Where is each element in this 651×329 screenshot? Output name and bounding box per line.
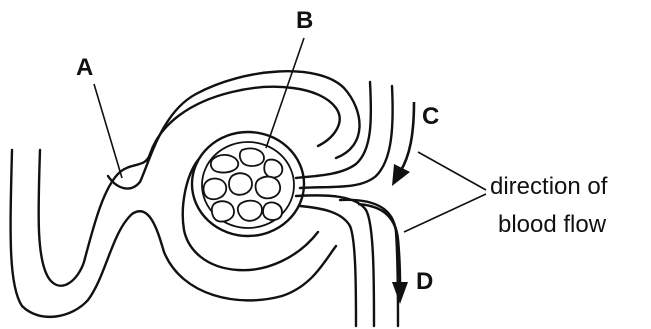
arrowhead-d: [392, 282, 408, 304]
flow-caption-line1: direction of: [490, 173, 608, 200]
arrowhead-c: [392, 164, 410, 186]
efferent-arteriole-lower: [300, 206, 356, 326]
label-d: D: [416, 268, 433, 295]
capillary-loop: [264, 160, 282, 178]
arterioles: [296, 82, 398, 326]
capillary-loop: [211, 155, 238, 173]
flow-caption-line2: blood flow: [498, 211, 607, 238]
capillary-loop: [238, 201, 262, 221]
afferent-arteriole-inner: [300, 86, 393, 188]
bowmans-capsule-and-tubule: [11, 71, 360, 317]
leader-b: [266, 38, 304, 148]
label-c: C: [422, 103, 439, 130]
efferent-arteriole-upper: [296, 195, 374, 326]
capillary-loop: [240, 148, 264, 166]
glomerulus: [202, 142, 294, 228]
arrow-d: [358, 204, 400, 288]
leader-flow-lower: [404, 194, 486, 232]
label-b: B: [296, 7, 313, 34]
capillary-loop: [256, 177, 281, 199]
arrow-c: [400, 102, 414, 172]
flow-arrows: [358, 102, 414, 304]
capillary-loop: [263, 202, 282, 220]
capillary-loop: [229, 173, 252, 195]
capillary-loop: [212, 201, 234, 221]
capillary-loop: [204, 179, 227, 200]
label-a: A: [76, 54, 93, 81]
tubule-outer-wall: [11, 150, 336, 317]
leader-flow-upper: [418, 152, 486, 190]
leader-a: [94, 84, 122, 178]
